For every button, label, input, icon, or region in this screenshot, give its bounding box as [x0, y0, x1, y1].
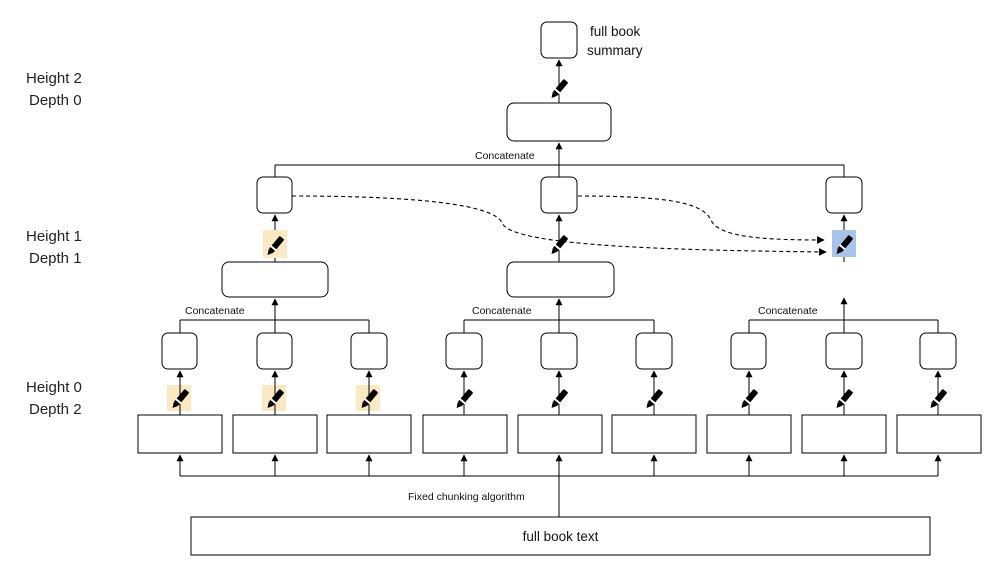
chunk-box-6	[611, 414, 697, 454]
level-label-depth-1: Depth 1	[29, 250, 82, 267]
height0-node-8	[825, 332, 863, 370]
chunking-arrows	[176, 454, 942, 476]
level-label-depth-2: Depth 2	[29, 401, 82, 418]
chunk-box-4	[422, 414, 508, 454]
chunk-box-8	[801, 414, 887, 454]
height0-node-3	[350, 332, 388, 370]
height1-node-2	[540, 176, 578, 214]
height0-node-2	[256, 332, 293, 370]
height0-nodes	[161, 320, 957, 370]
chunk-box-2	[232, 414, 318, 454]
chunk-box-1	[137, 414, 223, 454]
height1-node-1	[256, 176, 293, 214]
height0-node-6	[635, 332, 673, 370]
height1-concat-box-1	[221, 261, 329, 298]
full-book-summary-node	[540, 21, 578, 59]
height0-node-4	[445, 332, 483, 370]
concatenate-label-group-1: Concatenate	[185, 305, 245, 317]
height1-node-3	[825, 176, 863, 214]
height2-concat-box	[506, 102, 612, 142]
height0-node-9	[919, 332, 957, 370]
height0-node-7	[730, 332, 767, 370]
full-book-text-label: full book text	[523, 529, 599, 544]
level-label-height-0: Height 0	[26, 379, 82, 396]
level-label-height-2: Height 2	[26, 70, 82, 87]
height0-summarize-arrows	[167, 370, 948, 415]
full-book-summary-label-line2: summary	[587, 43, 643, 58]
context-arrow-from-node-1	[291, 195, 827, 256]
full-book-summary-label-line1: full book	[590, 24, 641, 39]
context-arrow-from-node-2	[577, 195, 825, 244]
chunk-box-3	[326, 414, 412, 454]
level-label-depth-0: Depth 0	[29, 92, 82, 109]
chunk-box-9	[896, 414, 982, 454]
concatenate-label-group-2: Concatenate	[472, 305, 532, 317]
height0-node-5	[540, 332, 578, 370]
level-label-height-1: Height 1	[26, 228, 82, 245]
chunk-box-7	[706, 414, 792, 454]
height1-concat-box-2	[506, 261, 615, 298]
concatenate-label-top: Concatenate	[475, 150, 535, 162]
height0-node-1	[161, 332, 198, 370]
chunk-boxes	[137, 414, 982, 454]
full-book-text-box	[190, 516, 931, 556]
chunk-box-5	[517, 414, 603, 454]
concatenate-label-group-3: Concatenate	[758, 305, 818, 317]
fixed-chunking-label: Fixed chunking algorithm	[408, 491, 525, 503]
